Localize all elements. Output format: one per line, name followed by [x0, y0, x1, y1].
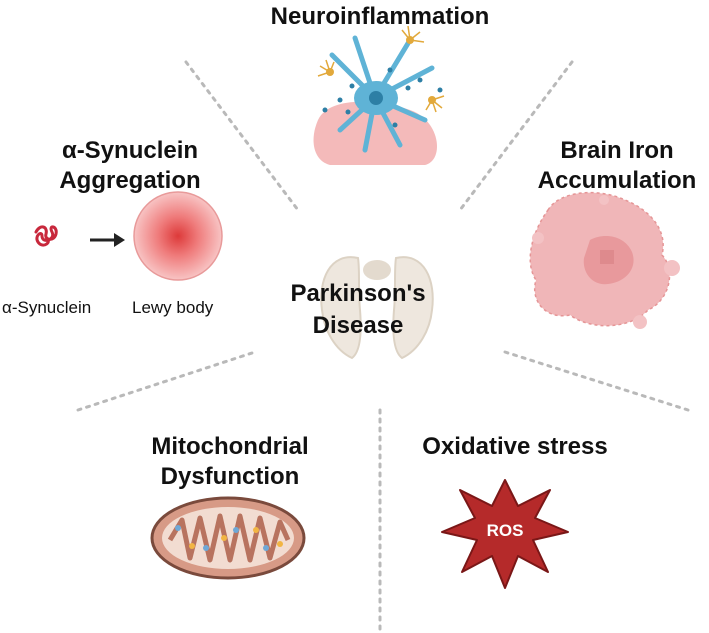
mitochondria-illustration — [150, 496, 306, 580]
divider-bottom-right — [503, 350, 690, 412]
neuroinflammation-title: Neuroinflammation — [270, 3, 490, 30]
divider-top-right — [458, 60, 574, 212]
divider-bottom-left — [76, 350, 257, 412]
brain-iron-title-line2: Accumulation — [537, 167, 697, 194]
mito-title-line1: Mitochondrial — [151, 433, 309, 460]
divider-lines — [76, 60, 690, 632]
center-title-line2: Disease — [312, 312, 404, 339]
aggregation-arrow-icon — [90, 233, 125, 247]
lewy-body-label: Lewy body — [132, 298, 214, 317]
ros-star-icon — [441, 479, 569, 589]
synuclein-aggregation-title: α-Synuclein Aggregation — [20, 136, 240, 196]
mito-title-line2: Dysfunction — [160, 463, 300, 490]
neuroinflammation-illustration — [313, 25, 445, 165]
oxidative-stress-title: Oxidative stress — [422, 433, 608, 460]
alpha-synuclein-label: α-Synuclein — [2, 298, 92, 317]
iron-accumulation-illustration — [529, 191, 680, 329]
center-title: Parkinson's Disease — [268, 278, 448, 342]
brain-iron-title: Brain Iron Accumulation — [525, 136, 709, 196]
mitochondrial-title: Mitochondrial Dysfunction — [120, 432, 340, 492]
synuclein-title-line1: α-Synuclein — [61, 137, 199, 164]
alpha-synuclein-monomer-icon — [34, 225, 58, 247]
lewy-body-icon — [133, 191, 223, 281]
center-title-line1: Parkinson's — [290, 280, 426, 307]
brain-iron-title-line1: Brain Iron — [560, 137, 674, 164]
ros-badge-label: ROS — [486, 521, 524, 540]
divider-top-left — [184, 60, 300, 212]
synuclein-title-line2: Aggregation — [59, 167, 201, 194]
brain-section-icon — [320, 256, 434, 360]
